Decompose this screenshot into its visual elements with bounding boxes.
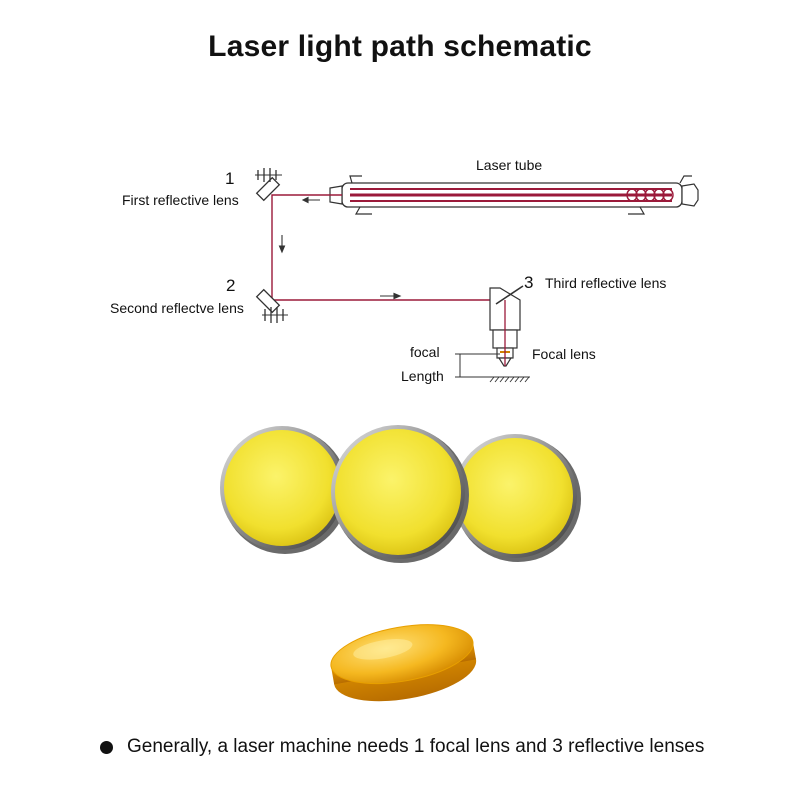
second-lens-number: 2 (226, 276, 236, 295)
second-mirror-icon (255, 288, 288, 323)
focal-lens-photo (330, 624, 477, 702)
laser-tube-label: Laser tube (476, 157, 543, 173)
reflective-mirror-photo (220, 426, 348, 554)
laser-head-icon (489, 285, 524, 367)
page-title: Laser light path schematic (208, 30, 592, 63)
reflective-mirror-lenses (220, 425, 581, 563)
reflective-mirror-photo (331, 425, 469, 563)
beam-direction-arrows (278, 196, 402, 300)
first-mirror-icon (255, 168, 282, 202)
third-lens-number: 3 (524, 273, 534, 292)
laser-beam-path (271, 194, 506, 355)
reflective-mirror-photo (453, 434, 581, 562)
laser-tube (329, 175, 699, 215)
focal-lens-label: Focal lens (532, 346, 596, 362)
footer-text: Generally, a laser machine needs 1 focal… (127, 736, 705, 757)
length-label: Length (401, 368, 444, 384)
second-lens-label: Second reflectve lens (110, 300, 244, 316)
footer-note: Generally, a laser machine needs 1 focal… (100, 736, 704, 758)
bullet-icon (100, 740, 113, 754)
focal-length-marker (455, 353, 530, 383)
third-lens-label: Third reflective lens (545, 275, 667, 291)
first-lens-label: First reflective lens (122, 192, 239, 208)
first-lens-number: 1 (225, 169, 235, 188)
focal-label: focal (410, 344, 440, 360)
